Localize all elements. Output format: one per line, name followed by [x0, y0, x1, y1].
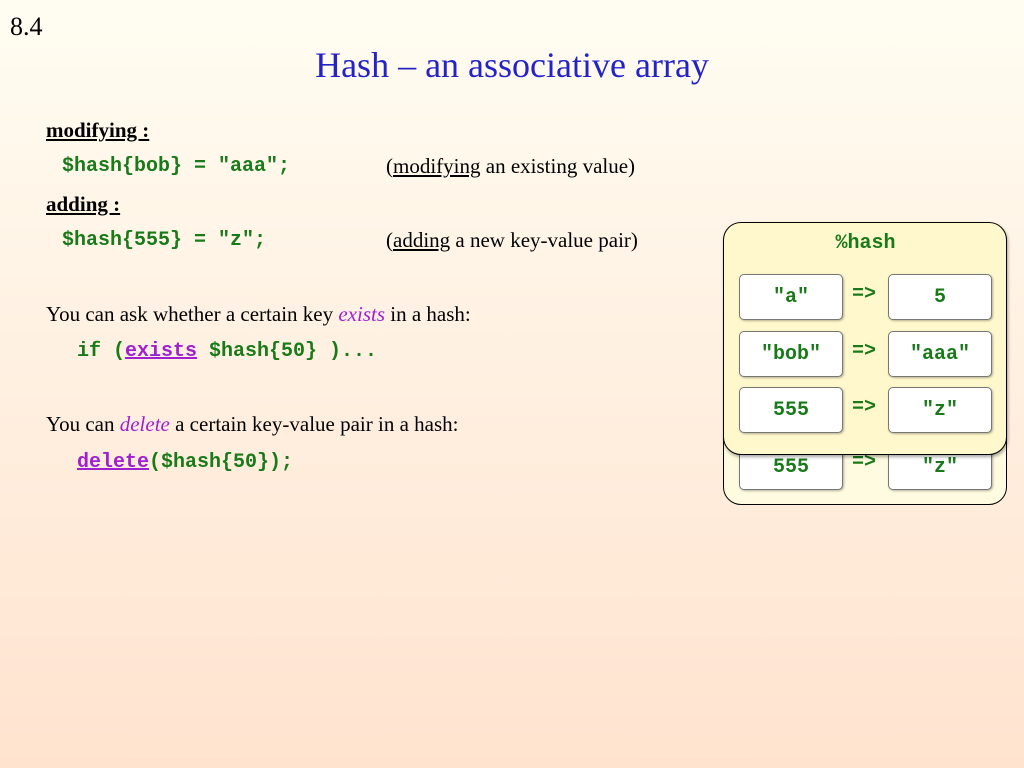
hash-arrow: =>: [851, 340, 876, 363]
delete-explanation: You can delete a certain key-value pair …: [46, 412, 458, 437]
exists-keyword: exists: [338, 302, 386, 326]
page-title: Hash – an associative array: [315, 45, 709, 85]
exists-code-after: $hash{50} )...: [197, 340, 378, 363]
hash-value: 5: [888, 274, 992, 320]
exists-code-keyword: exists: [125, 340, 198, 363]
modifying-note-word: modifying: [393, 154, 481, 178]
adding-code: $hash{555} = "z";: [62, 229, 267, 252]
hash-arrow: =>: [851, 396, 876, 419]
hash-key: 555: [739, 387, 843, 433]
delete-code: delete($hash{50});: [77, 451, 293, 474]
hash-name: %hash: [835, 232, 896, 255]
exists-explanation: You can ask whether a certain key exists…: [46, 302, 471, 327]
adding-heading: adding :: [46, 192, 121, 216]
exists-text-before: You can ask whether a certain key: [46, 302, 339, 326]
delete-code-keyword: delete: [77, 451, 150, 474]
modifying-heading: modifying :: [46, 118, 150, 142]
modifying-note: (modifying an existing value): [386, 154, 635, 179]
hash-key: "a": [739, 274, 843, 320]
hash-back-arrow: =>: [851, 451, 876, 474]
hash-key: "bob": [739, 331, 843, 377]
delete-text-before: You can: [46, 412, 120, 436]
adding-note-word: adding: [393, 228, 451, 252]
slide-number: 8.4: [10, 12, 43, 41]
modifying-code: $hash{bob} = "aaa";: [62, 155, 291, 178]
hash-value: "aaa": [888, 331, 992, 377]
exists-code-before: if (: [77, 340, 126, 363]
adding-note-open: (: [386, 228, 393, 252]
exists-text-after: in a hash:: [385, 302, 471, 326]
delete-keyword: delete: [119, 412, 170, 436]
modifying-note-open: (: [386, 154, 393, 178]
adding-note: (adding a new key-value pair): [386, 228, 638, 253]
adding-note-rest: a new key-value pair): [450, 228, 638, 252]
hash-arrow: =>: [851, 283, 876, 306]
delete-text-after: a certain key-value pair in a hash:: [169, 412, 459, 436]
modifying-note-rest: an existing value): [480, 154, 636, 178]
delete-code-after: ($hash{50});: [149, 451, 294, 474]
exists-code: if (exists $hash{50} )...: [77, 340, 377, 363]
hash-value: "z": [888, 387, 992, 433]
